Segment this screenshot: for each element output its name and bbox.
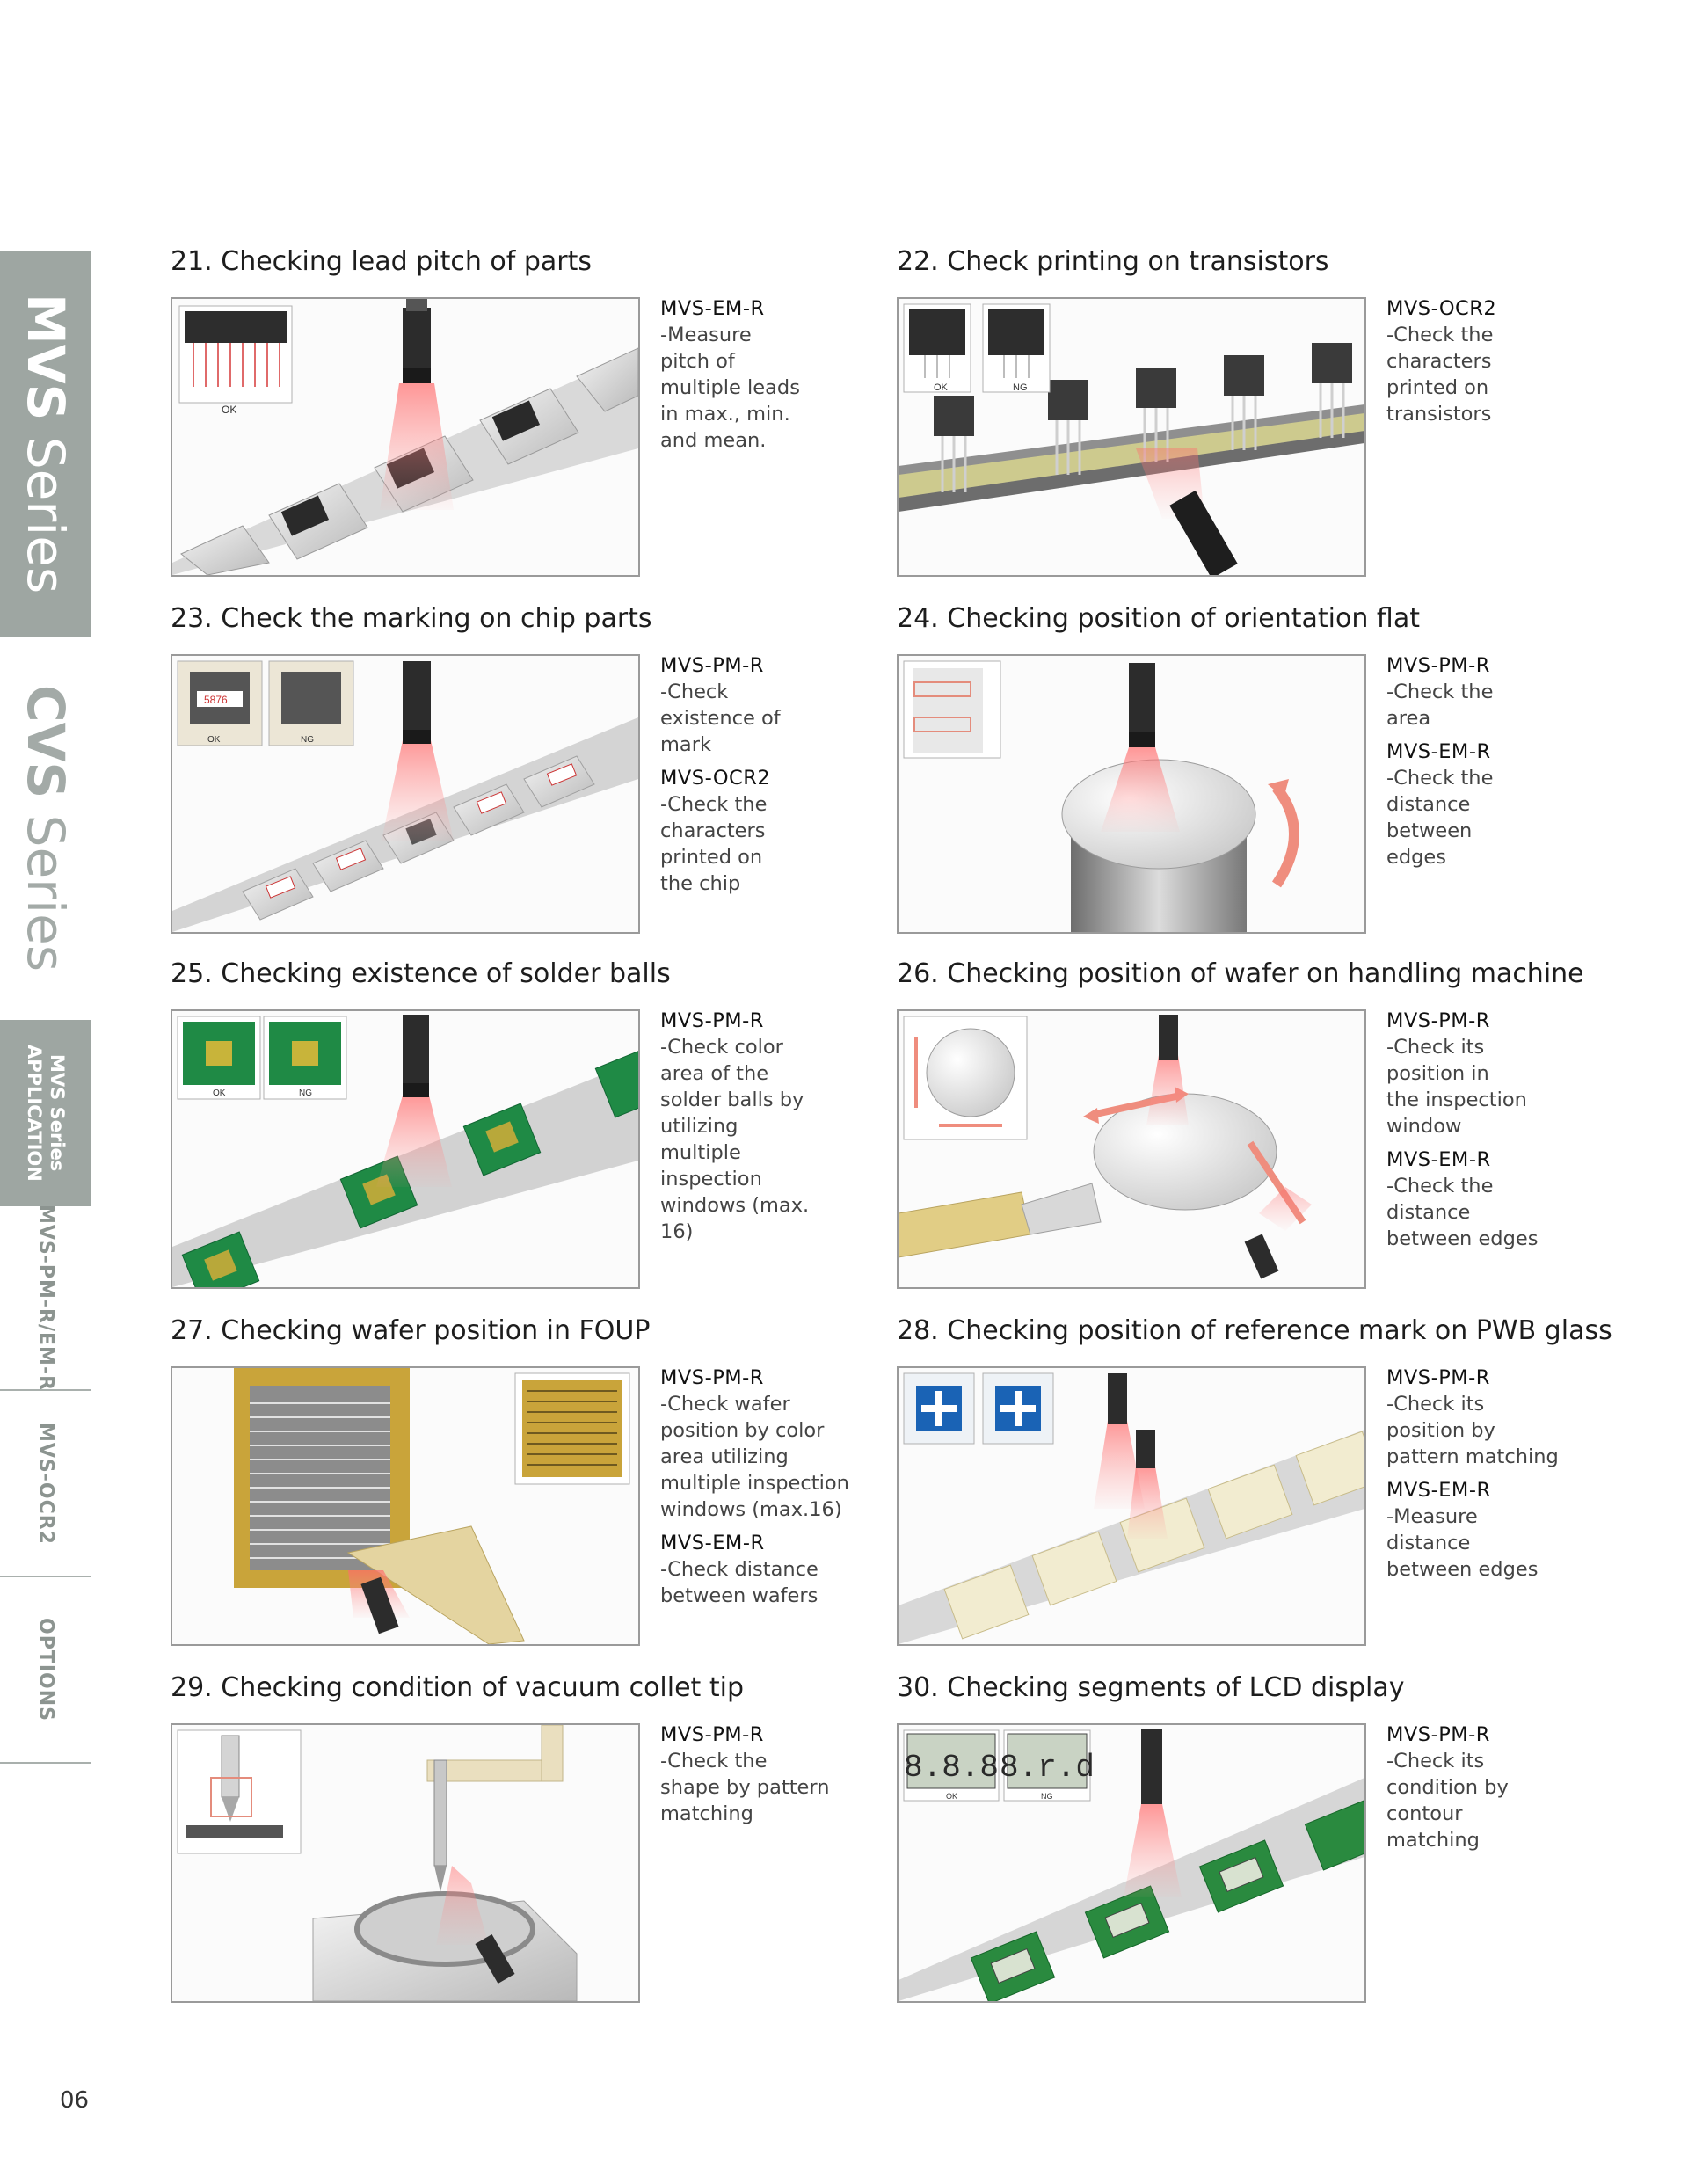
feature-text: -Check wafer position by color area util… <box>660 1393 849 1521</box>
lcd-ok-reading: 8.8.8 <box>904 1750 999 1786</box>
tab-mvs-series-label: MVS Series <box>16 294 76 594</box>
application-description: MVS-PM-R -Check the shape by pattern mat… <box>660 1722 889 1834</box>
illustration-pwb-glass <box>897 1366 1366 1646</box>
tab-mvs-pm-em-label: MVS-PM-R/EM-R <box>34 1206 57 1391</box>
application-description: MVS-EM-R -Measure pitch of multiple lead… <box>660 295 889 461</box>
application-26: 26. Checking position of wafer on handli… <box>897 958 1618 1310</box>
model-name: MVS-PM-R <box>1386 654 1490 677</box>
model-name: MVS-OCR2 <box>660 767 771 790</box>
application-title: 21. Checking lead pitch of parts <box>171 246 593 277</box>
lcd-ng-reading: 8.r.d <box>1000 1750 1095 1786</box>
model-name: MVS-EM-R <box>660 1532 765 1554</box>
model-name: MVS-PM-R <box>1386 1723 1490 1746</box>
model-name: MVS-PM-R <box>660 1366 764 1389</box>
ng-label: NG <box>301 735 314 745</box>
ng-label: NG <box>299 1088 312 1098</box>
application-title: 30. Checking segments of LCD display <box>897 1672 1405 1703</box>
model-name: MVS-EM-R <box>1386 1148 1491 1171</box>
illustration-orientation-flat <box>897 654 1366 934</box>
illustration-transistor-printing: OK NG <box>897 297 1366 577</box>
tab-mvs-ocr2-label: MVS-OCR2 <box>34 1422 57 1545</box>
tab-mvs-ocr2[interactable]: MVS-OCR2 <box>0 1391 91 1577</box>
chip-code: 5876 <box>204 694 228 706</box>
model-name: MVS-PM-R <box>660 1723 764 1746</box>
feature-text: -Check the area <box>1386 681 1494 730</box>
application-24: 24. Checking position of orientation fla… <box>897 603 1618 955</box>
feature-text: -Check its position by pattern matching <box>1386 1393 1559 1468</box>
feature-text: -Measure pitch of multiple leads in max.… <box>660 324 800 452</box>
application-title: 22. Check printing on transistors <box>897 246 1329 277</box>
application-title: 25. Checking existence of solder balls <box>171 958 671 989</box>
application-30: 30. Checking segments of LCD display 8.8… <box>897 1672 1618 2024</box>
page-number: 06 <box>60 2087 90 2114</box>
illustration-vacuum-collet <box>171 1723 640 2003</box>
model-name: MVS-PM-R <box>660 1009 764 1032</box>
feature-text: -Check existence of mark <box>660 681 781 756</box>
ng-label: NG <box>1013 382 1028 393</box>
feature-text: -Measure distance between edges <box>1386 1505 1539 1581</box>
feature-text: -Check the shape by pattern matching <box>660 1750 830 1825</box>
application-title: 27. Checking wafer position in FOUP <box>171 1315 651 1346</box>
application-description: MVS-PM-R -Check existence of mark MVS-OC… <box>660 652 889 904</box>
feature-text: -Check distance between wafers <box>660 1558 819 1607</box>
tab-cvs-series[interactable]: CVS Series <box>0 637 91 1020</box>
illustration-solder-balls: OK NG <box>171 1009 640 1289</box>
tab-cvs-series-label: CVS Series <box>16 684 76 972</box>
model-name: MVS-EM-R <box>1386 1479 1491 1502</box>
application-description: MVS-PM-R -Check color area of the solder… <box>660 1008 889 1252</box>
tab-options-label: OPTIONS <box>34 1618 57 1722</box>
ok-label: OK <box>213 1088 226 1098</box>
model-name: MVS-EM-R <box>660 297 765 320</box>
feature-text: -Check its position in the inspection wi… <box>1386 1036 1527 1138</box>
application-28: 28. Checking position of reference mark … <box>897 1315 1618 1667</box>
feature-text: -Check the distance between edges <box>1386 767 1494 869</box>
ok-label: OK <box>934 382 949 393</box>
illustration-lead-pitch: OK <box>171 297 640 577</box>
illustration-lcd-display: 8.8.8 8.r.d OK NG <box>897 1723 1366 2003</box>
application-22: 22. Check printing on transistors <box>897 246 1618 598</box>
application-title: 23. Check the marking on chip parts <box>171 603 652 634</box>
tab-mvs-series[interactable]: MVS Series <box>0 251 91 637</box>
ok-label: OK <box>946 1792 957 1801</box>
application-description: MVS-PM-R -Check its position by pattern … <box>1386 1365 1615 1590</box>
feature-text: -Check the characters printed on transis… <box>1386 324 1494 426</box>
application-description: MVS-PM-R -Check its position in the insp… <box>1386 1008 1615 1259</box>
illustration-chip-marking: 5876 OK NG <box>171 654 640 934</box>
ng-label: NG <box>1041 1792 1053 1801</box>
application-27: 27. Checking wafer position in FOUP <box>171 1315 891 1667</box>
application-description: MVS-PM-R -Check wafer position by color … <box>660 1365 889 1616</box>
tab-mvs-pm-em[interactable]: MVS-PM-R/EM-R <box>0 1206 91 1391</box>
illustration-foup <box>171 1366 640 1646</box>
application-title: 28. Checking position of reference mark … <box>897 1315 1612 1346</box>
application-description: MVS-PM-R -Check its condition by contour… <box>1386 1722 1615 1860</box>
model-name: MVS-PM-R <box>660 654 764 677</box>
model-name: MVS-OCR2 <box>1386 297 1497 320</box>
feature-text: -Check color area of the solder balls by… <box>660 1036 810 1243</box>
tab-options[interactable]: OPTIONS <box>0 1577 91 1764</box>
application-description: MVS-PM-R -Check the area MVS-EM-R -Check… <box>1386 652 1615 877</box>
feature-text: -Check its condition by contour matching <box>1386 1750 1509 1852</box>
ok-label: OK <box>207 735 221 745</box>
model-name: MVS-EM-R <box>1386 740 1491 763</box>
application-description: MVS-OCR2 -Check the characters printed o… <box>1386 295 1615 434</box>
illustration-wafer-handling <box>897 1009 1366 1289</box>
application-title: 29. Checking condition of vacuum collet … <box>171 1672 744 1703</box>
application-25: 25. Checking existence of solder balls <box>171 958 891 1310</box>
application-title: 24. Checking position of orientation fla… <box>897 603 1420 634</box>
application-21: 21. Checking lead pitch of parts <box>171 246 891 598</box>
model-name: MVS-PM-R <box>1386 1366 1490 1389</box>
feature-text: -Check the characters printed on the chi… <box>660 793 768 895</box>
application-29: 29. Checking condition of vacuum collet … <box>171 1672 891 2024</box>
model-name: MVS-PM-R <box>1386 1009 1490 1032</box>
feature-text: -Check the distance between edges <box>1386 1175 1539 1250</box>
application-23: 23. Check the marking on chip parts <box>171 603 891 955</box>
application-title: 26. Checking position of wafer on handli… <box>897 958 1584 989</box>
ok-label: OK <box>222 404 236 416</box>
